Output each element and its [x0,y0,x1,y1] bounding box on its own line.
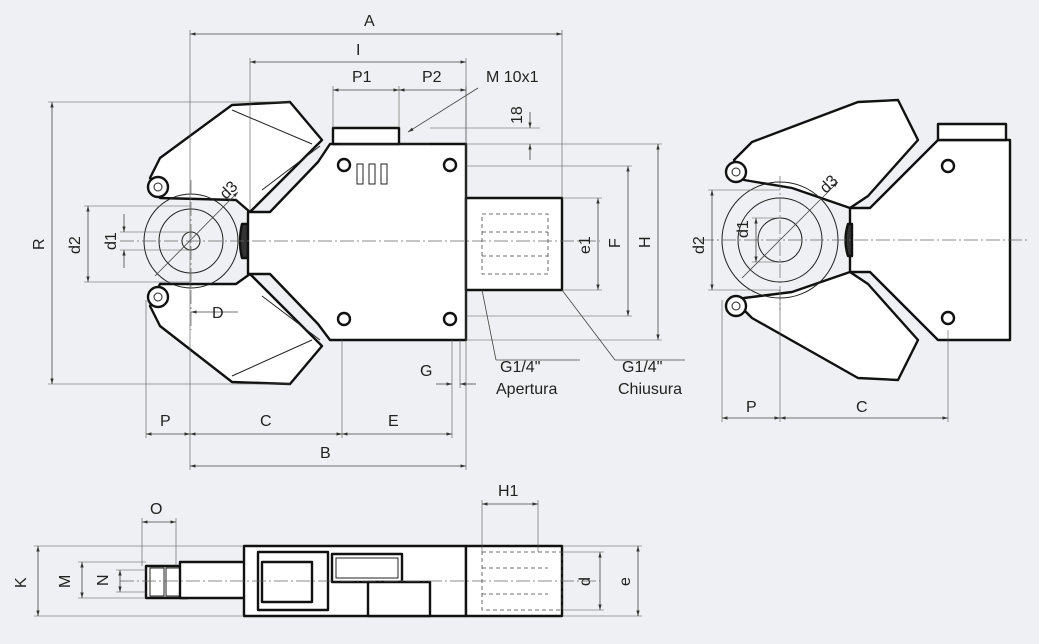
label-G14-apertura: G1/4" [500,359,540,376]
label-E: E [388,413,399,430]
label-B: B [320,445,331,462]
label-C: C [260,413,272,430]
label-D: D [212,305,224,322]
label-M: M [57,575,74,588]
top-view [34,500,642,618]
label-d2: d2 [67,236,84,254]
label-I: I [356,42,360,59]
label-e1: e1 [577,236,594,254]
label-N: N [95,574,112,586]
front-dimensions [48,30,685,470]
label-P-right: P [746,399,757,416]
label-G: G [420,363,432,380]
front-view [120,100,600,386]
label-H: H [637,236,654,248]
label-e: e [617,577,634,586]
label-R: R [31,238,48,250]
label-P2: P2 [422,69,442,86]
dimension-labels: A I P1 P2 M 10x1 18 R d2 d1 d3 D e1 F H … [13,13,868,588]
label-d1: d1 [103,232,120,250]
lower-jaw [148,272,324,386]
label-d1-right: d1 [735,220,752,238]
label-G14-chiusura: G1/4" [622,359,662,376]
label-K: K [13,577,30,588]
label-P1: P1 [352,69,372,86]
label-d: d [577,577,594,586]
label-chiusura: Chiusura [618,381,682,398]
label-F: F [607,238,624,248]
label-P: P [160,413,171,430]
label-18: 18 [509,106,526,124]
label-M10x1: M 10x1 [486,69,539,86]
label-O: O [150,501,162,518]
label-d2-right: d2 [691,236,708,254]
label-H1: H1 [498,483,519,500]
label-apertura: Apertura [496,381,557,398]
label-A: A [364,13,375,30]
rear-cylinder [464,196,564,292]
right-view [700,98,1030,422]
label-C-right: C [856,399,868,416]
